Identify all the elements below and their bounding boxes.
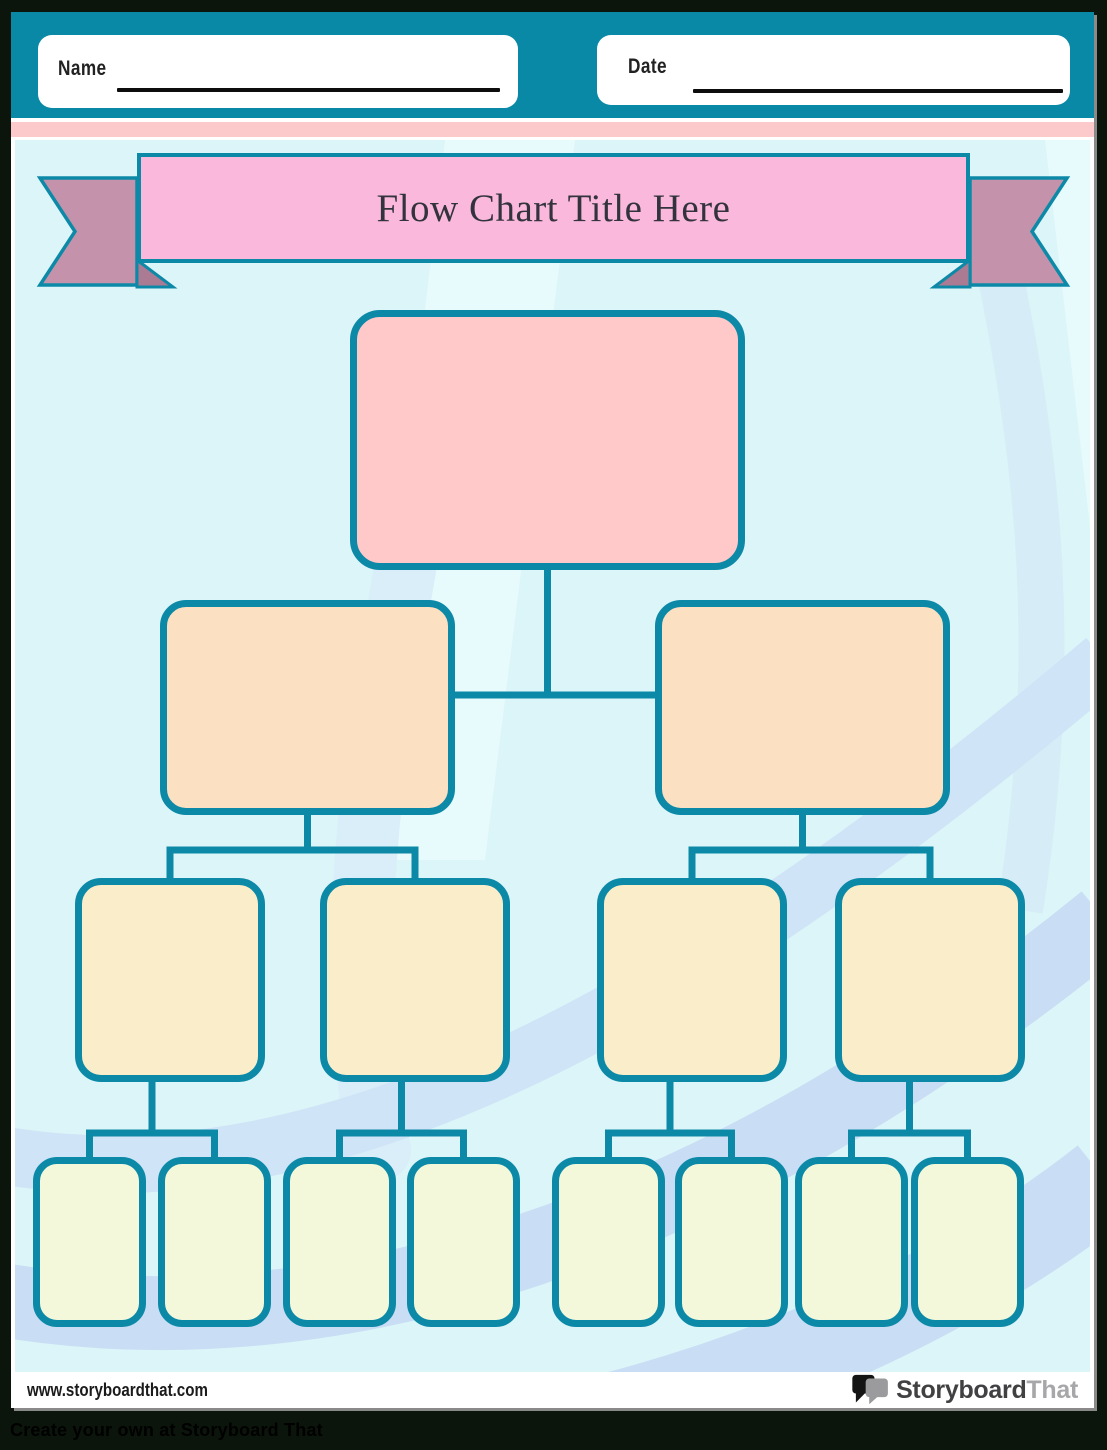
flow-node-level4-3[interactable] xyxy=(283,1157,396,1327)
footer-strip: www.storyboardthat.com StoryboardThat xyxy=(11,1372,1094,1408)
flow-node-level2-left[interactable] xyxy=(160,600,455,815)
date-label: Date xyxy=(628,55,667,78)
flowchart-canvas: Flow Chart Title Here xyxy=(15,140,1090,1372)
name-field[interactable]: Name xyxy=(38,35,518,108)
flow-node-level3-2[interactable] xyxy=(320,878,510,1082)
worksheet-page: Name Date Flow Cha xyxy=(11,12,1094,1408)
name-input-line[interactable] xyxy=(117,88,500,92)
logo-that: That xyxy=(1026,1375,1078,1404)
flow-node-level4-1[interactable] xyxy=(33,1157,146,1327)
logo-storyboard: Storyboard xyxy=(896,1375,1027,1404)
ribbon-tails xyxy=(36,176,1071,289)
date-input-line[interactable] xyxy=(693,89,1063,93)
flow-node-level1[interactable] xyxy=(350,310,745,570)
flow-node-level4-7[interactable] xyxy=(795,1157,908,1327)
flow-node-level3-4[interactable] xyxy=(835,878,1025,1082)
flow-node-level4-4[interactable] xyxy=(407,1157,520,1327)
flow-node-level4-6[interactable] xyxy=(675,1157,788,1327)
website-url: www.storyboardthat.com xyxy=(27,1379,208,1400)
flowchart-title[interactable]: Flow Chart Title Here xyxy=(376,186,731,230)
flow-node-level3-1[interactable] xyxy=(75,878,265,1082)
name-label: Name xyxy=(58,57,107,80)
flow-node-level4-2[interactable] xyxy=(158,1157,271,1327)
logo-wordmark: StoryboardThat xyxy=(896,1376,1078,1405)
date-field[interactable]: Date xyxy=(597,35,1070,105)
header-bar: Name Date xyxy=(11,12,1094,118)
flow-node-level4-8[interactable] xyxy=(911,1157,1024,1327)
speech-bubbles-icon xyxy=(852,1374,888,1405)
title-banner: Flow Chart Title Here xyxy=(137,153,970,263)
storyboardthat-logo: StoryboardThat xyxy=(851,1374,1078,1406)
flow-node-level4-5[interactable] xyxy=(552,1157,665,1327)
pink-divider xyxy=(11,122,1094,137)
flow-node-level3-3[interactable] xyxy=(597,878,787,1082)
watermark-text: Create your own at Storyboard That xyxy=(10,1420,323,1440)
flow-node-level2-right[interactable] xyxy=(655,600,950,815)
flowchart-connectors xyxy=(86,566,971,1159)
